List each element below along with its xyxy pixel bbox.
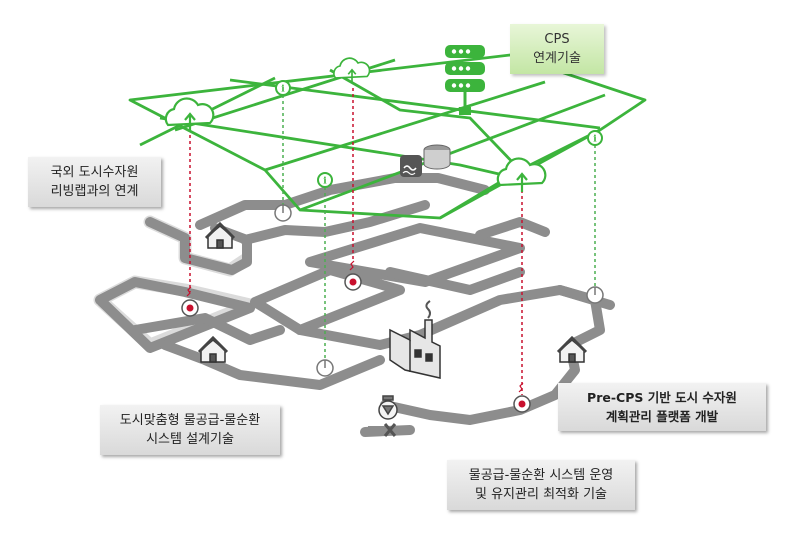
pump-valve-icon [368, 395, 410, 437]
grid-outline [128, 53, 647, 220]
info-icon[interactable]: i [317, 172, 333, 188]
platform-label: Pre-CPS 기반 도시 수자원 계획관리 플랫폼 개발 [558, 383, 766, 431]
info-icons: i i i [275, 80, 603, 188]
grid-line-3 [264, 80, 546, 172]
pipe-central-right [475, 217, 550, 240]
design-tech-label: 도시맞춤형 물공급-물순환 시스템 설계기술 [100, 405, 280, 455]
cloud-upload-icon [333, 57, 371, 84]
design-label-line-2: 시스템 설계기술 [146, 432, 234, 447]
info-glyph: i [323, 177, 327, 187]
house-icon [197, 335, 229, 363]
info-icon[interactable]: i [587, 130, 603, 146]
info-glyph: i [281, 85, 285, 95]
info-glyph: i [593, 135, 597, 145]
grid-line-7 [159, 116, 526, 182]
pipe-left-block [95, 277, 255, 353]
international-livinglab-label: 국외 도시수자원 리빙랩과의 연계 [28, 157, 161, 207]
server-stack-icon [445, 45, 485, 115]
drop-lines [189, 88, 596, 395]
sensor-node-icon[interactable] [344, 260, 362, 291]
sensor-node-icon[interactable] [181, 286, 199, 317]
sensor-node-icon[interactable] [274, 204, 292, 222]
platform-label-line-1: Pre-CPS 기반 도시 수자원 [587, 390, 737, 405]
grid-line-5 [229, 78, 601, 130]
operation-tech-label: 물공급-물순환 시스템 운영 및 유지관리 최적화 기술 [447, 460, 635, 510]
international-label-line-1: 국외 도시수자원 [50, 165, 139, 180]
pipe-left-inner [130, 313, 285, 345]
grid-line-4 [299, 93, 606, 212]
house-icon [204, 221, 236, 249]
cloud-upload-icon [496, 157, 547, 192]
design-label-line-1: 도시맞춤형 물공급-물순환 [119, 413, 261, 428]
cps-label: CPS 연계기술 [510, 24, 604, 74]
sensor-nodes [181, 204, 604, 413]
pipe-network [93, 173, 615, 437]
pipe-middle-block [250, 265, 405, 335]
factory-icon [389, 300, 441, 379]
pipe-left-lower [160, 340, 385, 390]
houses [197, 221, 588, 363]
sensor-node-icon[interactable] [513, 382, 531, 413]
cps-label-line-2: 연계기술 [533, 51, 581, 66]
info-icon[interactable]: i [275, 80, 291, 96]
pipe-middle-lower [295, 285, 615, 350]
sensor-node-icon[interactable] [316, 359, 334, 377]
operation-label-line-2: 및 유지관리 최적화 기술 [475, 487, 607, 502]
water-tank-icon [400, 144, 451, 177]
cps-grid [128, 53, 647, 220]
platform-label-line-2: 계획관리 플랫폼 개발 [605, 409, 719, 424]
pipe-upper-link [195, 173, 490, 230]
sensor-node-icon[interactable] [586, 286, 604, 304]
clouds [164, 57, 547, 192]
operation-label-line-1: 물공급-물순환 시스템 운영 [468, 468, 614, 483]
international-label-line-2: 리빙랩과의 연계 [50, 184, 139, 199]
cps-label-line-1: CPS [544, 32, 570, 47]
pipe-right-arm [555, 285, 605, 350]
house-icon [556, 335, 588, 363]
cloud-upload-icon [164, 97, 215, 132]
grid-line-6 [329, 68, 522, 171]
pipe-central-down [385, 267, 525, 295]
